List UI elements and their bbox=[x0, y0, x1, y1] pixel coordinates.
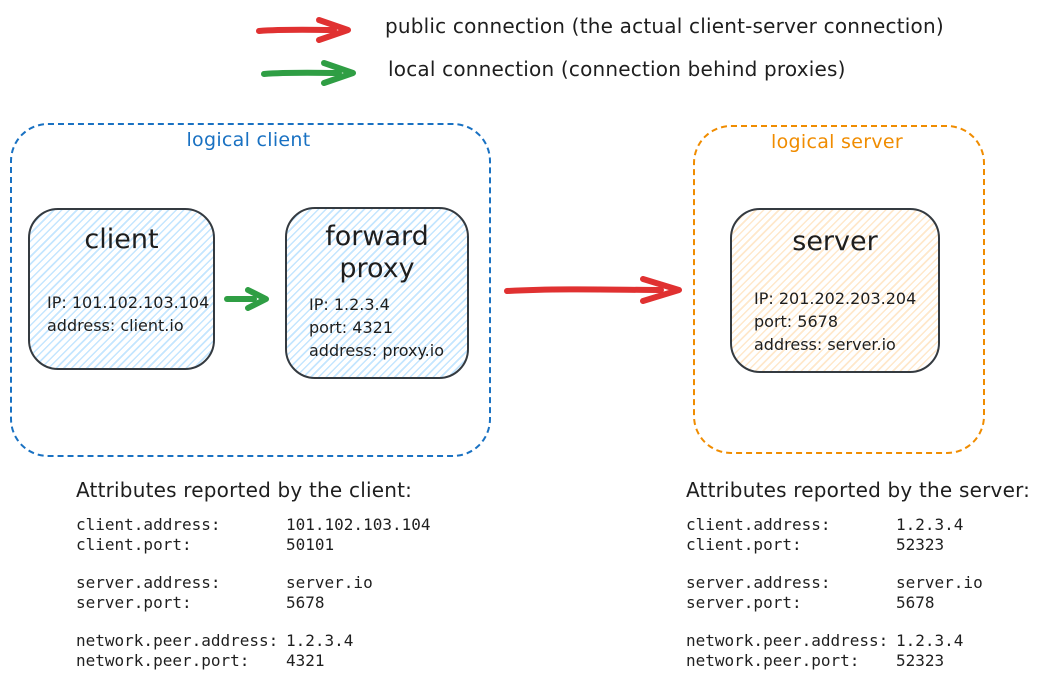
attribute-value: 52323 bbox=[896, 535, 945, 554]
logical-client-box bbox=[10, 123, 491, 457]
logical-server-label: logical server bbox=[771, 131, 903, 153]
client-attributes-section: Attributes reported by the client: clien… bbox=[76, 478, 436, 686]
node-detail-line: address: proxy.io bbox=[309, 341, 444, 360]
server-attributes-heading: Attributes reported by the server: bbox=[686, 478, 1031, 502]
attribute-value: 4321 bbox=[286, 651, 325, 670]
attribute-row: network.peer.address: 1.2.3.4 bbox=[686, 631, 1039, 651]
client-to-proxy-arrow-icon bbox=[224, 287, 269, 311]
attribute-value: 1.2.3.4 bbox=[896, 631, 964, 650]
attribute-row: client.address: 101.102.103.104 bbox=[76, 515, 436, 535]
attribute-value: 5678 bbox=[286, 593, 325, 612]
forward-proxy-node-title: forward proxy bbox=[325, 221, 429, 284]
local-connection-arrow-icon bbox=[261, 60, 356, 86]
attribute-key: server.address: bbox=[686, 573, 831, 592]
attribute-value: 52323 bbox=[896, 651, 945, 670]
attribute-row: client.port: 50101 bbox=[76, 535, 436, 555]
attribute-key: network.peer.address: bbox=[76, 631, 279, 650]
client-node: client IP: 101.102.103.104 address: clie… bbox=[28, 208, 215, 370]
attribute-key: server.address: bbox=[76, 573, 221, 592]
attribute-key: network.peer.port: bbox=[76, 651, 250, 670]
client-node-title: client bbox=[84, 224, 159, 255]
attribute-key: network.peer.port: bbox=[686, 651, 860, 670]
attribute-row: server.address: server.io bbox=[76, 573, 436, 593]
attribute-row: network.peer.port: 52323 bbox=[686, 651, 1039, 671]
public-connection-arrow-icon bbox=[256, 17, 351, 43]
logical-server-box bbox=[693, 125, 985, 454]
node-detail-line: IP: 201.202.203.204 bbox=[754, 289, 917, 308]
attribute-value: server.io bbox=[286, 573, 373, 592]
node-detail-line: address: client.io bbox=[47, 316, 184, 335]
attribute-key: client.address: bbox=[686, 515, 831, 534]
attribute-key: network.peer.address: bbox=[686, 631, 889, 650]
attribute-row: client.address: 1.2.3.4 bbox=[686, 515, 1039, 535]
attribute-key: client.port: bbox=[686, 535, 802, 554]
attribute-row: client.port: 52323 bbox=[686, 535, 1039, 555]
attribute-row: network.peer.address: 1.2.3.4 bbox=[76, 631, 436, 651]
proxy-to-server-arrow-icon bbox=[504, 276, 682, 304]
node-detail-line: port: 4321 bbox=[309, 318, 393, 337]
attribute-key: server.port: bbox=[76, 593, 192, 612]
node-detail-line: IP: 1.2.3.4 bbox=[309, 295, 390, 314]
legend-label-local: local connection (connection behind prox… bbox=[388, 57, 846, 81]
attribute-value: 1.2.3.4 bbox=[896, 515, 964, 534]
node-detail-line: IP: 101.102.103.104 bbox=[47, 293, 210, 312]
server-node: server IP: 201.202.203.204 port: 5678 ad… bbox=[730, 208, 940, 373]
attribute-key: server.port: bbox=[686, 593, 802, 612]
server-node-title: server bbox=[792, 226, 878, 257]
attribute-value: 5678 bbox=[896, 593, 935, 612]
legend-label-public: public connection (the actual client-ser… bbox=[385, 14, 944, 38]
attribute-row: network.peer.port: 4321 bbox=[76, 651, 436, 671]
attribute-value: 101.102.103.104 bbox=[286, 515, 431, 534]
attribute-value: 50101 bbox=[286, 535, 335, 554]
attribute-value: 1.2.3.4 bbox=[286, 631, 354, 650]
node-detail-line: address: server.io bbox=[754, 335, 896, 354]
node-detail-line: port: 5678 bbox=[754, 312, 838, 331]
attribute-value: server.io bbox=[896, 573, 983, 592]
attribute-key: client.address: bbox=[76, 515, 221, 534]
server-attributes-section: Attributes reported by the server: clien… bbox=[686, 478, 1039, 686]
attribute-row: server.port: 5678 bbox=[686, 593, 1039, 613]
client-attributes-heading: Attributes reported by the client: bbox=[76, 478, 413, 502]
attribute-row: server.address: server.io bbox=[686, 573, 1039, 593]
attribute-key: client.port: bbox=[76, 535, 192, 554]
forward-proxy-node: forward proxy IP: 1.2.3.4 port: 4321 add… bbox=[285, 207, 469, 379]
logical-client-label: logical client bbox=[186, 129, 311, 151]
attribute-row: server.port: 5678 bbox=[76, 593, 436, 613]
